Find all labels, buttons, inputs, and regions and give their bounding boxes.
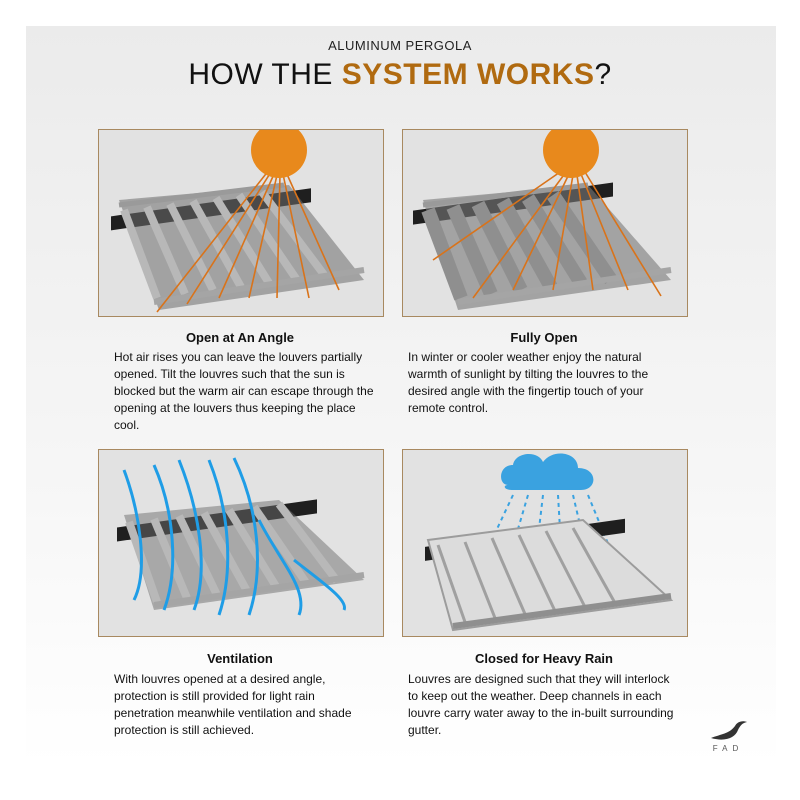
title-prefix: HOW THE <box>188 58 342 91</box>
panel-title: Fully Open <box>510 330 578 345</box>
panel-closed-heavy-rain <box>402 449 688 637</box>
panel-description: Hot air rises you can leave the louvers … <box>114 350 374 432</box>
airflow-arrows <box>122 457 346 616</box>
pergola-illustration-open-angle <box>111 130 365 313</box>
sun-ray-arrows <box>156 169 340 313</box>
rain-cloud-icon <box>501 453 594 490</box>
pergola-illustration-fully-open <box>413 130 672 310</box>
bird-logo-icon <box>711 721 747 740</box>
logo-text: FAD <box>712 744 744 753</box>
pergola-illustration-ventilation <box>117 457 365 616</box>
panel-open-at-angle <box>98 129 384 317</box>
panel-ventilation <box>98 449 384 637</box>
pergola-illustration-closed <box>425 453 674 632</box>
sun-icon <box>543 130 599 178</box>
panel-title: Closed for Heavy Rain <box>475 651 613 666</box>
pergola-structure <box>413 182 672 310</box>
pergola-structure <box>117 499 365 610</box>
title-suffix: ? <box>594 58 612 91</box>
pergola-structure <box>111 182 365 310</box>
panel-fully-open <box>402 129 688 317</box>
panel-description: In winter or cooler weather enjoy the na… <box>408 350 649 415</box>
sun-icon <box>251 130 307 178</box>
title-highlight: SYSTEM WORKS <box>341 58 595 91</box>
panel-title: Ventilation <box>207 651 273 666</box>
pergola-structure <box>425 518 674 632</box>
panel-description: Louvres are designed such that they will… <box>408 672 674 737</box>
page-title: HOW THE SYSTEM WORKS? <box>0 58 800 92</box>
page-subtitle: ALUMINUM PERGOLA <box>328 38 472 53</box>
panel-title: Open at An Angle <box>185 330 295 345</box>
panel-description: With louvres opened at a desired angle, … <box>114 672 352 737</box>
sun-ray-arrows <box>432 169 662 299</box>
